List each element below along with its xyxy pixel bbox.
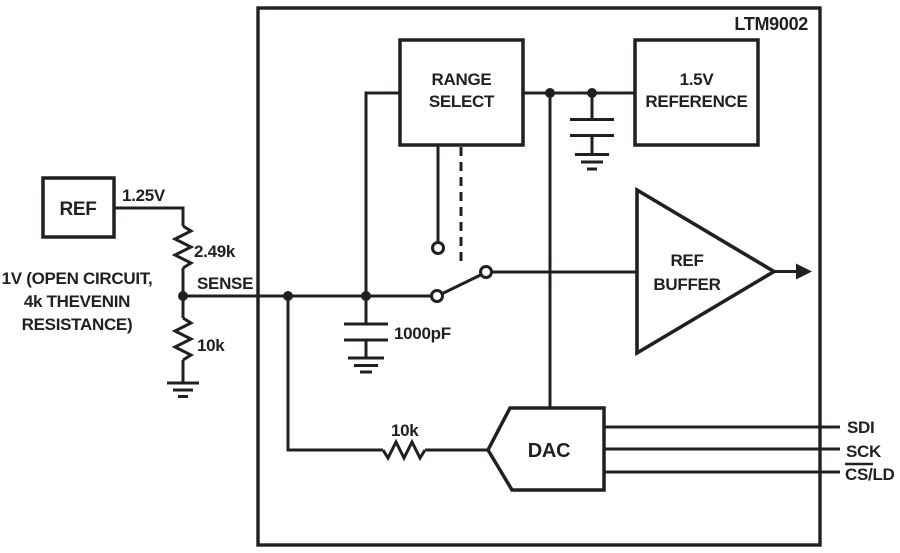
sck-label: SCK xyxy=(846,442,882,461)
ref-buffer-label-line1: REF xyxy=(670,251,703,270)
reference-label-line2: REFERENCE xyxy=(645,92,747,111)
range-select-box xyxy=(398,38,525,147)
ground-icon-left xyxy=(167,381,199,398)
junction-dot xyxy=(361,291,371,301)
chip-label: LTM9002 xyxy=(734,14,808,34)
sense-label: SENSE xyxy=(197,274,253,293)
chip-boundary xyxy=(256,6,822,547)
ref-buffer-label-line2: BUFFER xyxy=(653,275,720,294)
switch-arm xyxy=(441,273,482,295)
resistor-10k-dac-label: 10k xyxy=(391,421,419,440)
wire-sense-to-dac xyxy=(286,296,383,452)
range-select-label-line1: RANGE xyxy=(432,70,492,89)
junction-dot xyxy=(587,88,597,98)
dac-block xyxy=(485,406,606,492)
source-note: 1V (OPEN CIRCUIT, 4k THEVENIN RESISTANCE… xyxy=(2,269,153,334)
resistor-10k-bottom-icon xyxy=(171,316,195,362)
junction-dot xyxy=(545,88,555,98)
reference-box xyxy=(633,38,760,147)
switch-pole xyxy=(479,265,493,279)
source-note-line2: 4k THEVENIN xyxy=(24,292,130,311)
ref-source-box xyxy=(41,176,116,239)
csld-label: CS/LD xyxy=(845,465,895,484)
capacitor-bypass-icon xyxy=(570,93,614,171)
reference-label-line1: 1.5V xyxy=(680,70,715,89)
source-note-line3: RESISTANCE) xyxy=(22,315,133,334)
dac-label: DAC xyxy=(528,440,570,462)
wire-ref-output xyxy=(114,206,185,226)
sdi-label: SDI xyxy=(847,418,874,437)
junction-dot xyxy=(178,291,188,301)
resistor-2p49k-label: 2.49k xyxy=(194,242,236,261)
ref-source-label: REF xyxy=(59,199,96,220)
capacitor-1000pf-icon xyxy=(344,296,388,374)
arrow-right-icon xyxy=(796,263,812,280)
ref-voltage-label: 1.25V xyxy=(122,186,166,205)
resistor-10k-bottom-label: 10k xyxy=(197,336,225,355)
resistor-2p49k-icon xyxy=(171,224,195,270)
switch-contact-upper xyxy=(431,241,445,255)
junction-dot xyxy=(283,291,293,301)
ref-buffer-triangle xyxy=(635,186,778,357)
capacitor-1000pf-label: 1000pF xyxy=(394,324,451,343)
resistor-10k-dac-icon xyxy=(381,438,427,462)
source-note-line1: 1V (OPEN CIRCUIT, xyxy=(2,269,153,288)
range-select-label-line2: SELECT xyxy=(429,92,495,111)
switch-contact-sense xyxy=(430,289,444,303)
wire-sense-to-range-select xyxy=(364,91,400,296)
